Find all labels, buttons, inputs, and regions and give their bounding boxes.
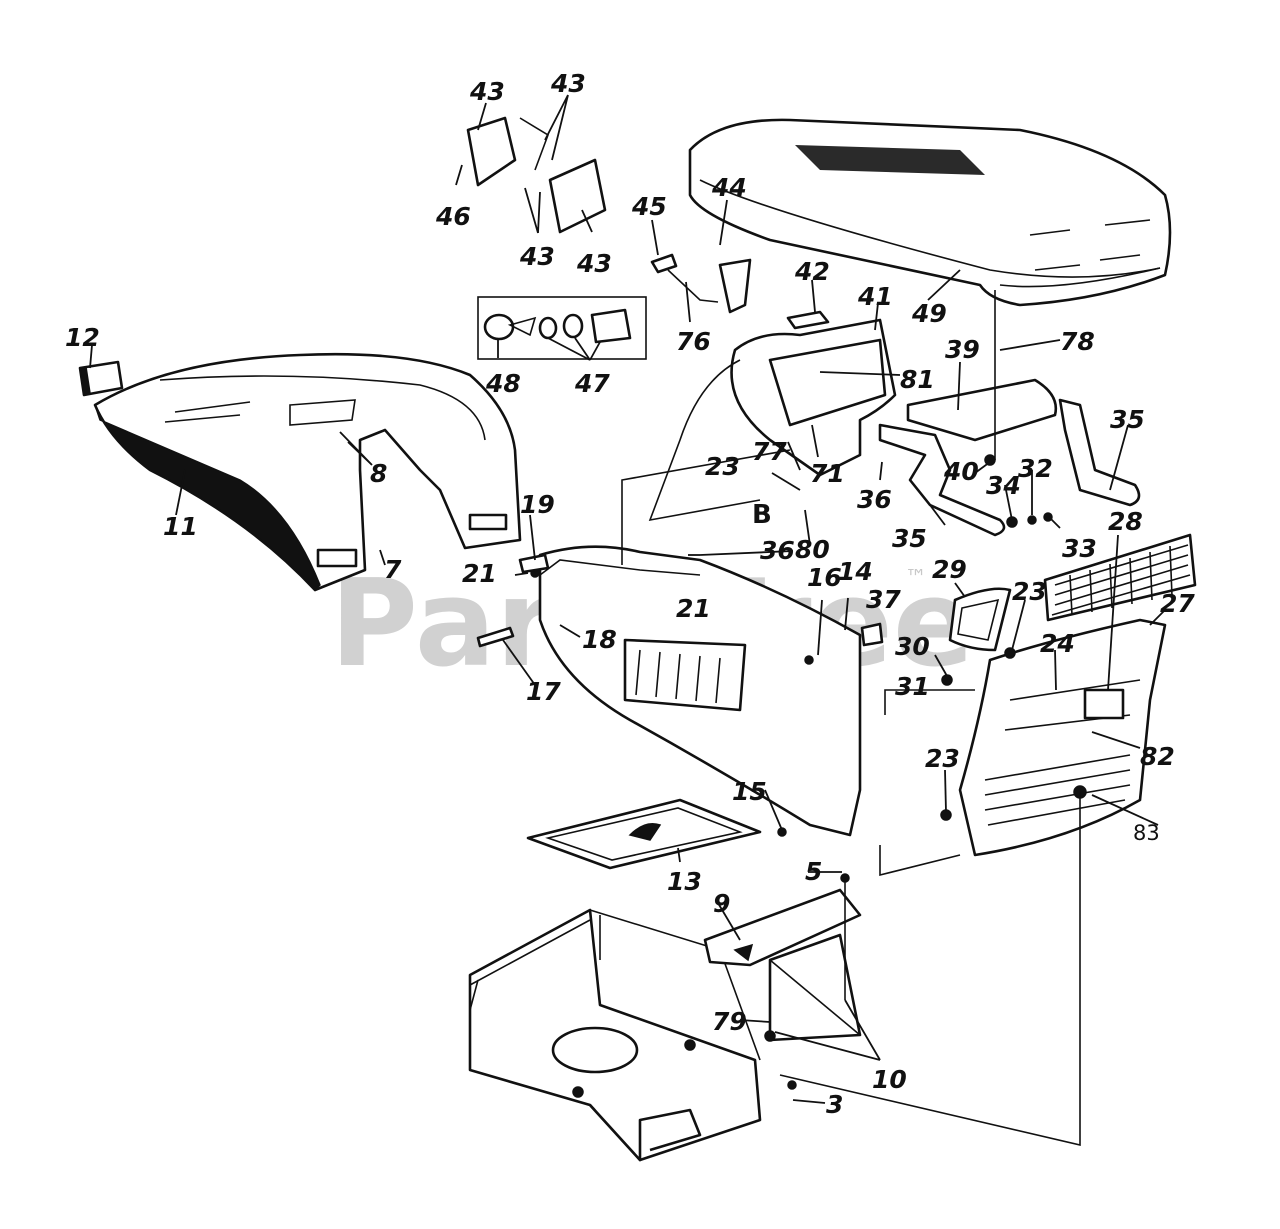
headlight-part bbox=[948, 587, 1012, 652]
callout-17: 17 bbox=[526, 677, 561, 706]
callout-12: 12 bbox=[65, 323, 100, 352]
callout-36: 36 bbox=[760, 536, 795, 565]
nose-part bbox=[958, 618, 1167, 857]
callout-49: 49 bbox=[911, 299, 947, 328]
hardware bbox=[476, 454, 1087, 1090]
callout-11: 11 bbox=[163, 512, 198, 541]
callout-35: 35 bbox=[892, 524, 927, 553]
hood-part bbox=[688, 118, 1172, 307]
callout-21: 21 bbox=[676, 594, 711, 623]
callout-8: 8 bbox=[370, 459, 387, 488]
callout-79: 79 bbox=[712, 1007, 747, 1036]
callout-14: 14 bbox=[838, 557, 873, 586]
callout-43: 43 bbox=[576, 249, 612, 278]
callout-16: 16 bbox=[807, 563, 842, 592]
callout-39: 39 bbox=[945, 335, 980, 364]
detail-letter-b: B bbox=[752, 500, 772, 530]
switch-bracket-part bbox=[466, 116, 607, 234]
callout-80: 80 bbox=[795, 535, 830, 564]
callout-10: 10 bbox=[872, 1065, 907, 1094]
callout-43: 43 bbox=[469, 77, 505, 106]
watermark-trademark: ™ bbox=[905, 566, 927, 591]
bracket-9-part bbox=[703, 888, 862, 967]
callout-36: 36 bbox=[857, 485, 892, 514]
callout-23: 23 bbox=[1012, 577, 1047, 606]
callout-3: 3 bbox=[826, 1090, 843, 1119]
callout-23: 23 bbox=[705, 452, 740, 481]
callout-27: 27 bbox=[1160, 589, 1195, 618]
callout-46: 46 bbox=[435, 202, 471, 231]
grille-part bbox=[1043, 533, 1197, 622]
callout-19: 19 bbox=[520, 490, 555, 519]
callout-35: 35 bbox=[1110, 405, 1145, 434]
callout-15: 15 bbox=[732, 777, 767, 806]
callout-78: 78 bbox=[1060, 327, 1095, 356]
callout-42: 42 bbox=[794, 257, 830, 286]
callout-47: 47 bbox=[574, 369, 610, 398]
light-switch-part bbox=[786, 310, 830, 330]
callout-21: 21 bbox=[462, 559, 497, 588]
callout-9: 9 bbox=[713, 889, 730, 918]
assembly-lines bbox=[469, 290, 1081, 1147]
callout-76: 76 bbox=[676, 327, 711, 356]
callout-37: 37 bbox=[866, 585, 901, 614]
leader-lines bbox=[89, 94, 1166, 1104]
callout-18: 18 bbox=[582, 625, 617, 654]
callout-28: 28 bbox=[1108, 507, 1143, 536]
callout-77: 77 bbox=[752, 437, 787, 466]
callout-81: 81 bbox=[900, 365, 935, 394]
footplate-part bbox=[526, 798, 762, 870]
support-bracket-part bbox=[878, 378, 1141, 537]
left-fender-part bbox=[93, 352, 522, 592]
callout-34: 34 bbox=[986, 471, 1021, 500]
key-switch-box bbox=[477, 296, 647, 360]
callout-13: 13 bbox=[667, 867, 702, 896]
front-center-panel-part bbox=[538, 545, 862, 837]
callout-71: 71 bbox=[810, 459, 845, 488]
callout-5: 5 bbox=[805, 857, 822, 886]
callout-48: 48 bbox=[485, 369, 521, 398]
callout-labels: 43 43 46 43 43 45 44 42 41 49 78 76 48 4… bbox=[65, 69, 1195, 1119]
callout-24: 24 bbox=[1040, 629, 1075, 658]
callout-31: 31 bbox=[895, 672, 930, 701]
callout-29: 29 bbox=[932, 555, 967, 584]
callout-45: 45 bbox=[631, 192, 667, 221]
callout-30: 30 bbox=[895, 632, 930, 661]
callout-82: 82 bbox=[1140, 742, 1175, 771]
throttle-linkage-part bbox=[650, 253, 752, 314]
callout-43: 43 bbox=[550, 69, 586, 98]
callout-41: 41 bbox=[857, 282, 893, 311]
callout-32: 32 bbox=[1018, 454, 1053, 483]
callout-43: 43 bbox=[519, 242, 555, 271]
dash-panel-part bbox=[648, 318, 897, 522]
callout-83: 83 bbox=[1133, 821, 1160, 845]
callout-44: 44 bbox=[711, 173, 747, 202]
trim-block-part bbox=[78, 360, 124, 397]
callout-23: 23 bbox=[925, 744, 960, 773]
frame-part bbox=[468, 908, 762, 1162]
callout-40: 40 bbox=[943, 457, 979, 486]
callout-33: 33 bbox=[1062, 534, 1097, 563]
callout-7: 7 bbox=[384, 555, 402, 584]
